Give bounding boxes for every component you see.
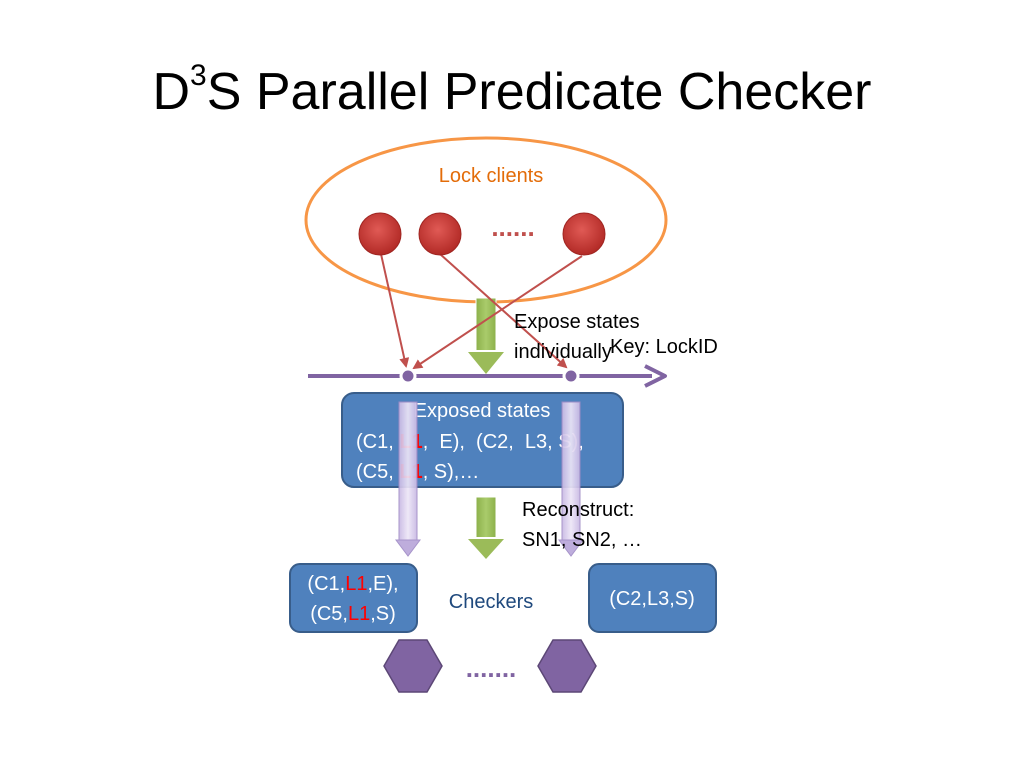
timeline-node-2 [562,367,580,385]
exposed-states-heading: Exposed states [414,400,551,422]
green-arrow-expose [463,297,509,378]
checker-left-line-1: (C1,L1,E), [307,573,398,595]
expose-line-1: Expose states [514,311,640,333]
checkers-dots: ....... [466,653,517,683]
checkers-label: Checkers [449,591,533,613]
title-superscript: 3 [190,58,207,92]
reconstruct-line-2: SN1, SN2, … [522,529,642,551]
green-arrow-reconstruct [463,496,509,563]
key-label: Key: LockID [610,336,718,358]
client2-arrow [439,253,568,369]
lock-clients-label: Lock clients [439,165,544,187]
exposed-states-line-3: (C5, L1, S),… [356,461,479,483]
reconstruct-line-1: Reconstruct: [522,499,634,521]
lock-client-node-2 [418,212,462,256]
expose-line-2: individually [514,341,612,363]
lock-clients-ellipse [304,136,668,304]
partition-arrow-right [558,401,584,557]
timeline-arrow [308,364,667,388]
lock-client-node-1 [358,212,402,256]
checker-box-left [289,563,418,633]
checker-left-line-2: (C5,L1,S) [310,603,396,625]
title-main: D [152,63,191,121]
lock-client-node-3 [562,212,606,256]
lock-clients-dots: ...... [491,212,534,242]
exposed-states-line-2: (C1, L1, E), (C2, L3, S), [356,431,584,453]
timeline-node-1 [399,367,417,385]
client1-arrow [380,253,410,368]
checker-box-right [588,563,717,633]
title-rest: S Parallel Predicate Checker [206,63,872,121]
checker-hexagon-right [537,639,597,693]
checker-hexagon-left [383,639,443,693]
checker-right-text: (C2,L3,S) [609,588,695,610]
slide-title: D3S Parallel Predicate Checker [0,58,1024,122]
client3-arrow [412,255,583,370]
partition-arrow-left [395,401,421,557]
